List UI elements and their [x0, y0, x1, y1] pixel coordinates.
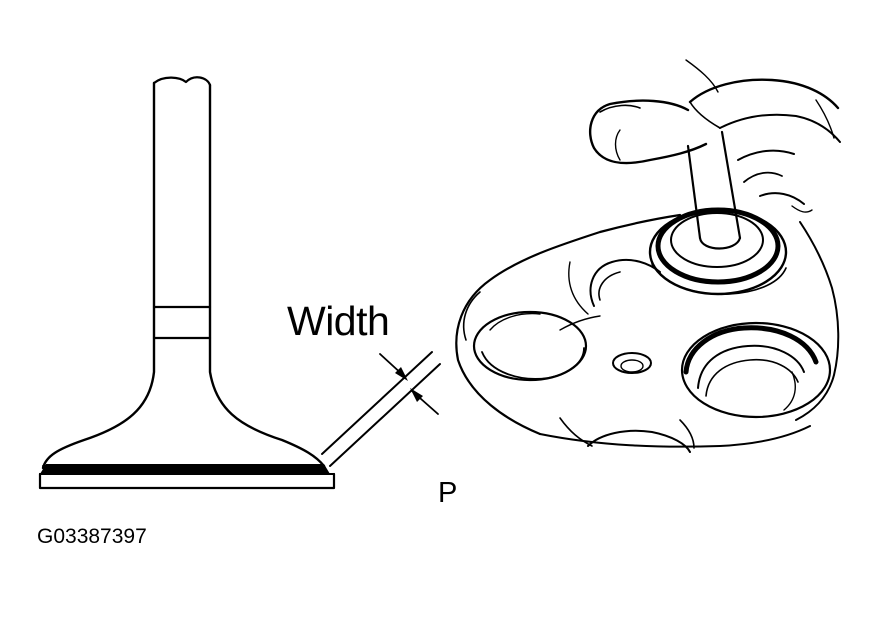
valve-illustration — [38, 76, 336, 490]
index-finger — [688, 78, 840, 110]
valve-stem-right — [208, 83, 326, 468]
figure-code-label: G03387397 — [37, 525, 147, 548]
intake-port-top — [568, 258, 661, 315]
lapping-valve-head — [648, 207, 788, 296]
spark-plug-hole — [612, 352, 652, 374]
width-leader-line-1 — [321, 351, 433, 455]
cylinder-bore-bottom — [539, 425, 811, 448]
width-arrow-upper — [395, 367, 408, 381]
width-label: Width — [287, 298, 390, 344]
cylinder-bore-outline — [455, 213, 682, 436]
intake-port-left — [472, 310, 588, 382]
valve-stem-top — [152, 76, 212, 87]
width-arrow-lower — [410, 388, 423, 402]
point-p-label: P — [438, 477, 458, 509]
thumb — [589, 99, 708, 165]
lapping-tool-stick — [686, 130, 742, 250]
valve-head-margin — [38, 472, 336, 490]
hand-illustration — [589, 59, 841, 213]
valve-seat-contact-band — [40, 464, 330, 474]
width-leader-line-2 — [329, 363, 441, 467]
exhaust-port-right — [680, 321, 832, 419]
cylinder-head-illustration — [455, 59, 841, 453]
valve-stem-left — [41, 81, 156, 470]
width-indicator — [321, 351, 441, 467]
exhaust-port-bottom — [559, 417, 695, 453]
